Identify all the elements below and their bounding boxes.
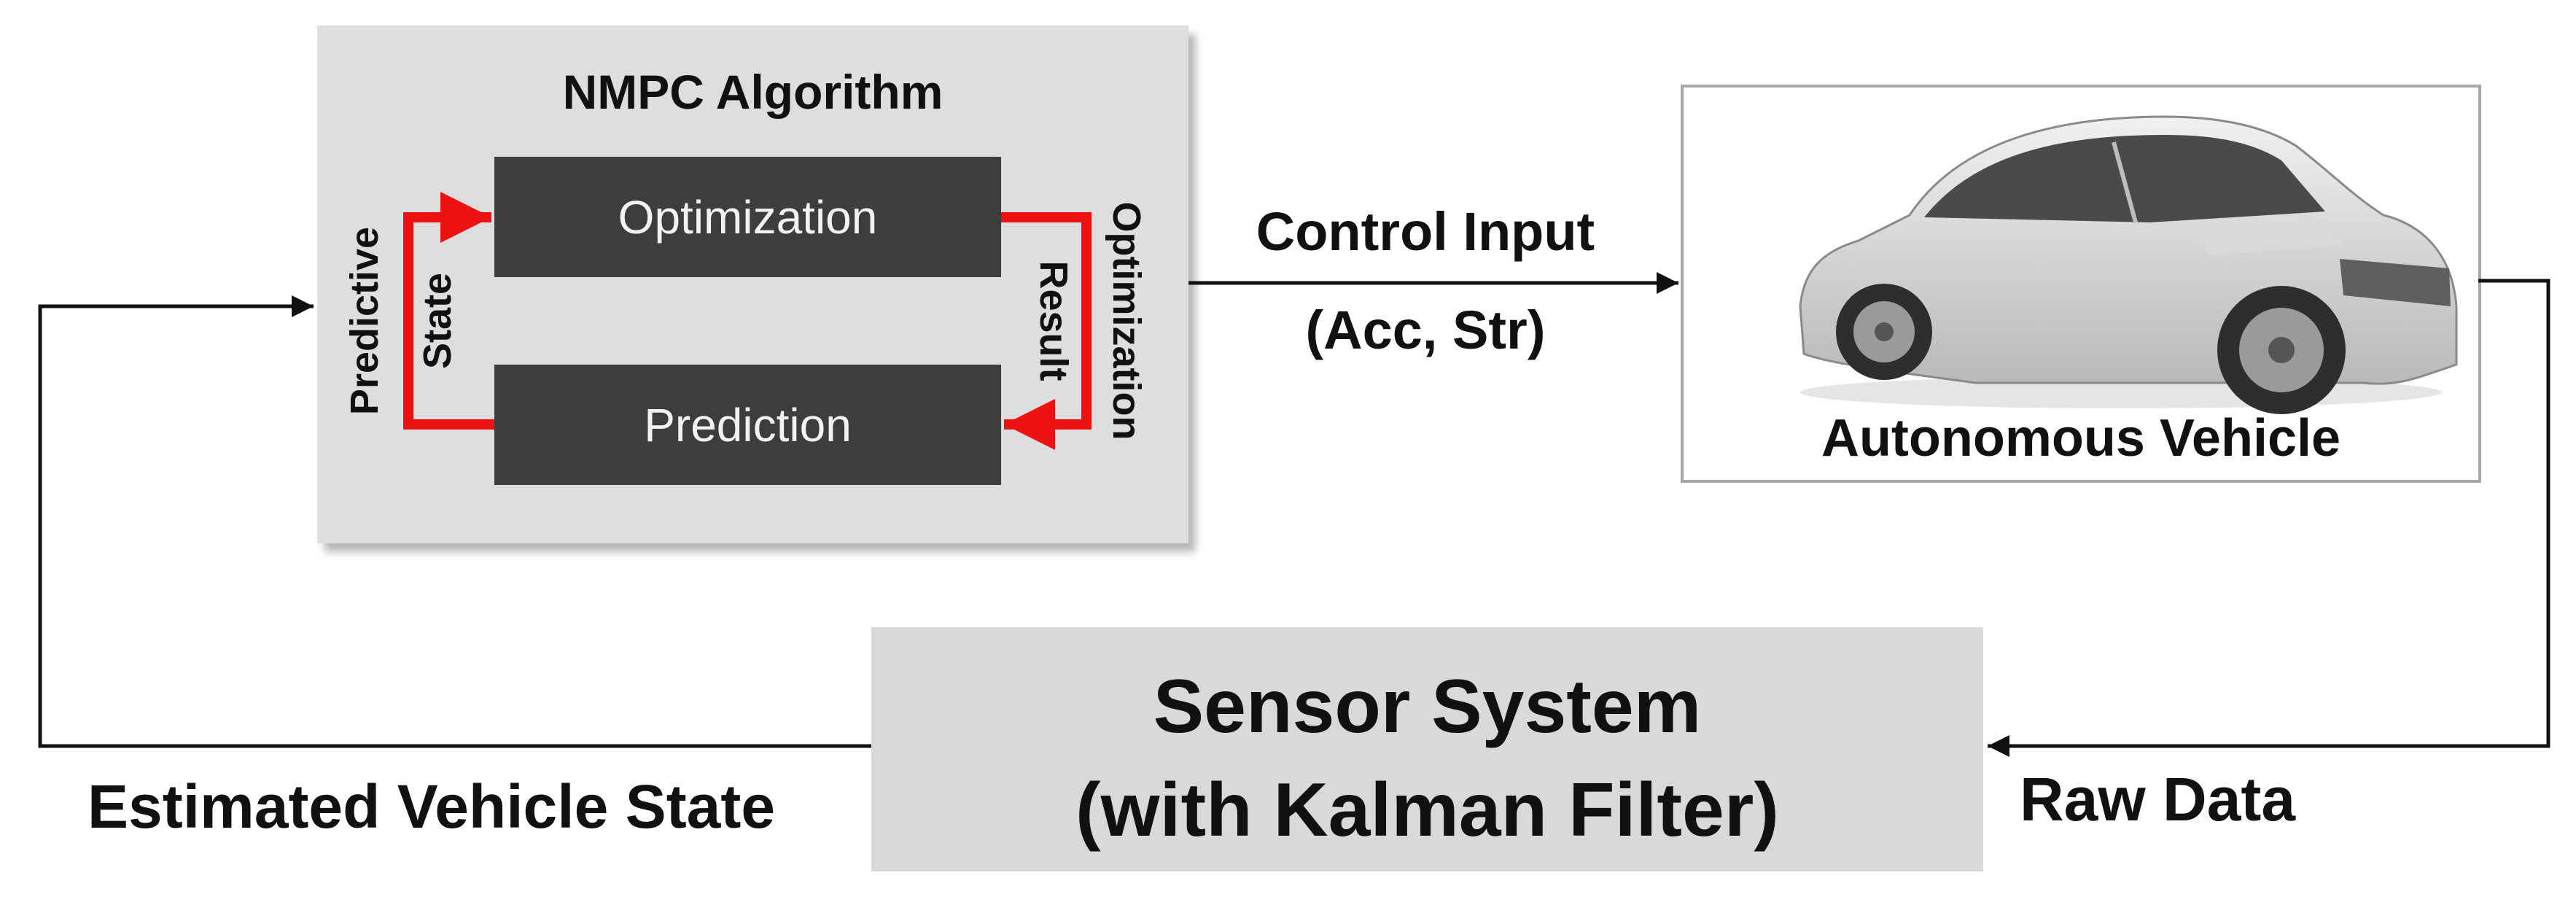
control-input-sub-label: (Acc, Str) — [1305, 300, 1546, 360]
control-input-label: Control Input — [1256, 201, 1595, 262]
sensor-system-title: Sensor System — [1153, 664, 1702, 749]
prediction-block: Prediction — [494, 365, 1001, 485]
estimated-state-arrow — [38, 295, 871, 748]
sensor-system-box — [871, 627, 1983, 871]
prediction-label: Prediction — [644, 398, 852, 451]
autonomous-vehicle-label: Autonomous Vehicle — [1821, 409, 2341, 467]
raw-data-label: Raw Data — [2020, 765, 2296, 834]
sensor-system-subtitle: (with Kalman Filter) — [1075, 768, 1779, 852]
car-image-icon — [1799, 115, 2458, 414]
optimization-label: Optimization — [618, 190, 878, 244]
raw-data-arrow — [1988, 279, 2550, 757]
predictive-state-arrow — [403, 192, 494, 430]
estimated-vehicle-state-label: Estimated Vehicle State — [87, 772, 776, 841]
optimization-result-arrow — [1001, 212, 1092, 450]
nmpc-title: NMPC Algorithm — [562, 65, 943, 119]
optimization-block: Optimization — [494, 157, 1001, 277]
autonomous-vehicle-box — [1681, 85, 2481, 483]
